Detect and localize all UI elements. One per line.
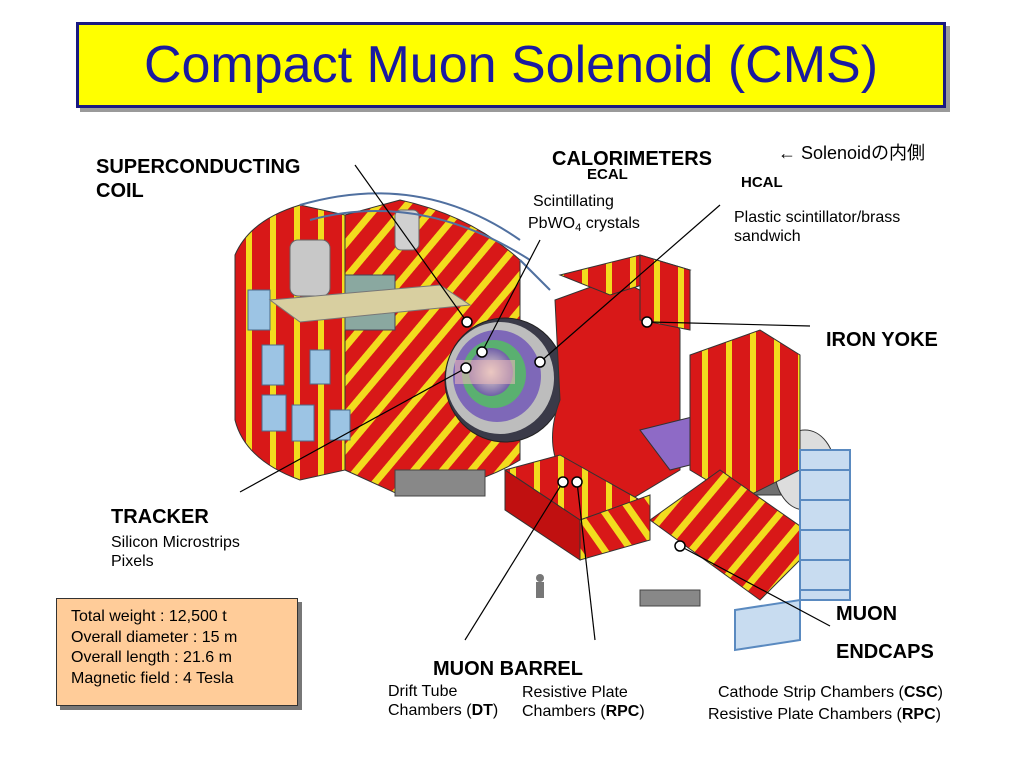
rpc-barrel-desc-line2: Chambers ( bbox=[522, 703, 606, 720]
ecal-desc-subscript: 4 bbox=[575, 222, 582, 234]
hcal-desc: Plastic scintillator/brass sandwich bbox=[734, 208, 900, 246]
iron-yoke-label: IRON YOKE bbox=[826, 329, 938, 351]
ecal-label: ECAL bbox=[587, 166, 628, 183]
endcap-scaffolding bbox=[734, 449, 851, 652]
spec-overall-length: Overall length : 21.6 m bbox=[71, 649, 232, 666]
ecal-desc-line2: PbWO4 crystals bbox=[528, 214, 640, 238]
support-structure bbox=[247, 289, 351, 442]
tracker-desc-line1: Silicon Microstrips bbox=[111, 534, 240, 551]
muon-endcaps-label-line1: MUON bbox=[836, 603, 898, 625]
hcal-label: HCAL bbox=[741, 174, 783, 191]
dt-desc-line1: Drift Tube bbox=[388, 683, 458, 700]
csc-abbr: CSC bbox=[903, 684, 938, 701]
tracker-desc-line2: Pixels bbox=[111, 553, 154, 570]
muon-endcaps-label: MUON ENDCAPS bbox=[836, 602, 934, 664]
hcal-desc-line2: sandwich bbox=[734, 228, 801, 245]
ecal-desc-formula: PbWO bbox=[528, 215, 576, 232]
csc-desc: Cathode Strip Chambers (CSC) bbox=[718, 683, 943, 702]
superconducting-coil-label-line2: COIL bbox=[96, 180, 144, 202]
spec-magnetic-field: Magnetic field : 4 Tesla bbox=[71, 669, 234, 687]
rpc-endcap-desc: Resistive Plate Chambers (RPC) bbox=[708, 705, 941, 724]
marker-dots bbox=[460, 316, 686, 552]
ground-supports bbox=[394, 469, 701, 607]
muon-barrel-label: MUON BARREL bbox=[433, 658, 583, 680]
rpc-barrel-desc: Resistive Plate Chambers (RPC) bbox=[522, 683, 645, 721]
dt-desc: Drift Tube Chambers (DT) bbox=[388, 682, 498, 720]
tracker-desc: Silicon Microstrips Pixels bbox=[111, 533, 240, 571]
spec-overall-diameter: Overall diameter : 15 m bbox=[71, 628, 238, 646]
csc-desc-text: Cathode Strip Chambers ( bbox=[718, 684, 904, 701]
rpc-barrel-desc-line1: Resistive Plate bbox=[522, 684, 628, 701]
endcap-disk bbox=[649, 329, 821, 601]
superconducting-coil-label: SUPERCONDUCTING COIL bbox=[96, 155, 300, 203]
top-platform bbox=[268, 284, 472, 323]
leader-lines bbox=[239, 164, 831, 641]
tracker-label: TRACKER bbox=[111, 506, 209, 528]
rpc-endcap-abbr: RPC bbox=[901, 706, 936, 723]
rpc-endcap-desc-text: Resistive Plate Chambers ( bbox=[708, 706, 902, 723]
dt-desc-line2: Chambers ( bbox=[388, 702, 472, 719]
hcal-desc-line1: Plastic scintillator/brass bbox=[734, 209, 901, 226]
solenoid-cylinder bbox=[444, 317, 566, 443]
ecal-desc-crystals: crystals bbox=[581, 215, 640, 232]
rpc-endcap-close-paren: ) bbox=[935, 706, 941, 723]
superconducting-coil-label-line1: SUPERCONDUCTING bbox=[96, 156, 301, 178]
barrel-wheel-middle bbox=[503, 254, 692, 561]
page-title: Compact Muon Solenoid (CMS) bbox=[143, 36, 879, 94]
calorimeters-label: CALORIMETERS bbox=[552, 148, 712, 170]
title-banner: Compact Muon Solenoid (CMS) bbox=[76, 22, 946, 108]
dt-close-paren: ) bbox=[492, 702, 499, 719]
ecal-desc-line1: Scintillating bbox=[533, 193, 614, 210]
rpc-barrel-close-paren: ) bbox=[639, 703, 645, 720]
dt-abbr: DT bbox=[471, 702, 493, 719]
solenoid-note: ← Solenoidの内側 bbox=[778, 143, 926, 163]
csc-close-paren: ) bbox=[937, 684, 943, 701]
rpc-barrel-abbr: RPC bbox=[605, 703, 640, 720]
person-silhouette bbox=[536, 574, 544, 598]
spec-total-weight: Total weight : 12,500 t bbox=[71, 608, 227, 625]
muon-endcaps-label-line2: ENDCAPS bbox=[836, 641, 934, 663]
support-ribs bbox=[299, 192, 551, 291]
specs-box: Total weight : 12,500 t Overall diameter… bbox=[56, 598, 298, 706]
